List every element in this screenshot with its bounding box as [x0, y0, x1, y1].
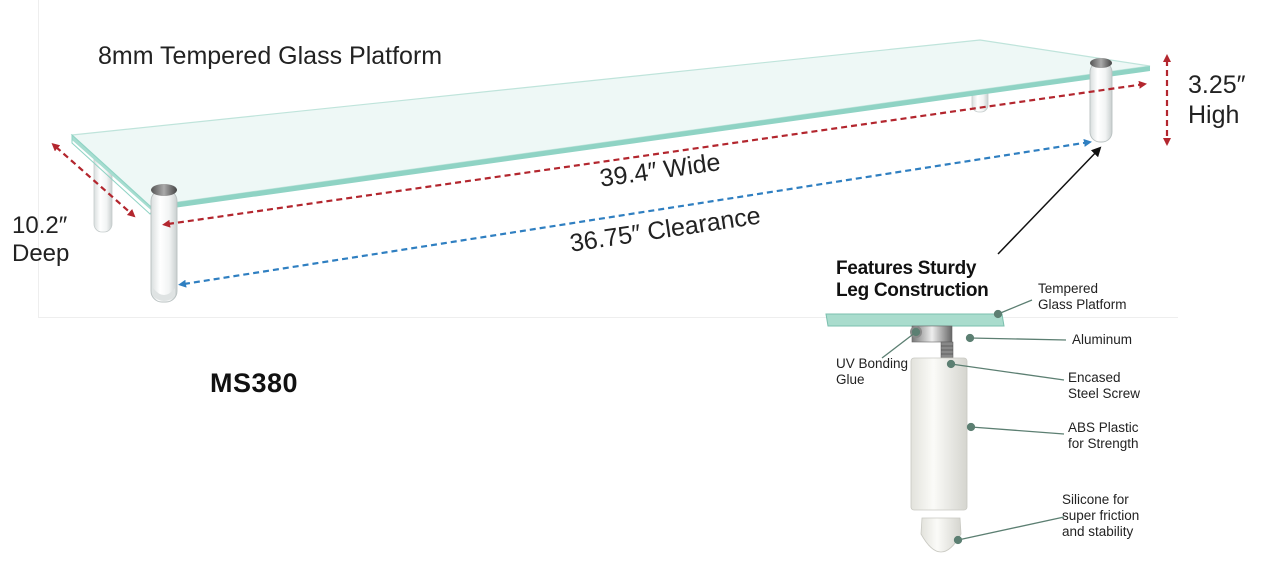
- height-label: 3.25″ High: [1188, 70, 1246, 130]
- depth-value: 10.2″: [12, 212, 68, 239]
- detail-pointer-arrow: [997, 146, 1102, 255]
- depth-word: Deep: [12, 240, 70, 267]
- callout-line: and stability: [1062, 524, 1134, 539]
- callout-line: Glue: [836, 372, 865, 387]
- callout-line: super friction: [1062, 508, 1140, 523]
- callout-line: Tempered: [1038, 281, 1099, 296]
- callout-line: for Strength: [1068, 436, 1139, 451]
- leg-detail-title-line1: Features Sturdy: [836, 258, 977, 279]
- callout-abs-plastic: ABS Plastic for Strength: [1068, 420, 1139, 452]
- height-word: High: [1188, 101, 1240, 129]
- front-left-leg: [150, 184, 178, 303]
- callout-line: Steel Screw: [1068, 386, 1141, 401]
- callout-silicone: Silicone for super friction and stabilit…: [1062, 492, 1139, 540]
- callout-line: Encased: [1068, 370, 1121, 385]
- callout-line: Aluminum: [1072, 332, 1133, 347]
- depth-arrow: [51, 143, 136, 218]
- leg-detail-title-line2: Leg Construction: [836, 280, 989, 301]
- callout-steel-screw: Encased Steel Screw: [1068, 370, 1140, 402]
- callout-line: UV Bonding: [836, 356, 909, 371]
- leg-detail: [825, 313, 1005, 553]
- callout-line: ABS Plastic: [1068, 420, 1139, 435]
- callout-line: Glass Platform: [1038, 297, 1127, 312]
- platform-label: 8mm Tempered Glass Platform: [98, 42, 443, 70]
- callout-uv-glue: UV Bonding Glue: [836, 356, 908, 388]
- callout-tempered-glass: Tempered Glass Platform: [1038, 281, 1127, 313]
- callout-aluminum: Aluminum: [1072, 332, 1132, 348]
- front-right-leg: [1089, 58, 1113, 143]
- model-number: MS380: [210, 368, 299, 398]
- leg-detail-title: Features Sturdy Leg Construction: [836, 258, 989, 302]
- clearance-arrow: [178, 138, 1092, 288]
- callout-lines: [881, 299, 1067, 545]
- callout-line: Silicone for: [1062, 492, 1129, 507]
- height-value: 3.25″: [1188, 71, 1246, 99]
- depth-label: 10.2″ Deep: [12, 212, 69, 268]
